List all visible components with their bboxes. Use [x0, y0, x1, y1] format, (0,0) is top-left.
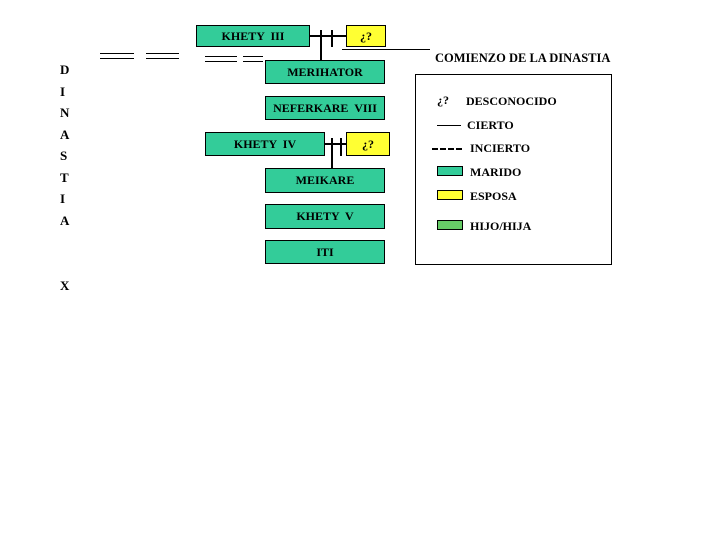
- uncertain-line-segment: [243, 56, 263, 57]
- dynasty-letter: N: [60, 105, 70, 120]
- dynasty-letter: S: [60, 148, 68, 163]
- marriage-line: [310, 35, 346, 37]
- legend-child-label: HIJO/HIJA: [470, 219, 532, 233]
- person-box-khety-v: KHETY V: [265, 204, 385, 229]
- spouse-box-unknown-2: ¿?: [346, 132, 390, 156]
- legend-uncertain-label: INCIERTO: [470, 141, 531, 155]
- descent-line: [320, 30, 322, 60]
- legend-husband-swatch: [437, 166, 463, 176]
- person-box-iti: ITI: [265, 240, 385, 264]
- descent-line-stub: [331, 30, 333, 47]
- dynasty-letter: T: [60, 170, 69, 185]
- dynasty-letter: I: [60, 191, 66, 206]
- person-box-khety-iv: KHETY IV: [205, 132, 325, 156]
- legend-uncertain-line: [432, 148, 462, 150]
- uncertain-line-segment: [205, 56, 237, 57]
- dynasty-letter: A: [60, 213, 70, 228]
- person-box-meikare: MEIKARE: [265, 168, 385, 193]
- certain-line: [342, 49, 430, 50]
- person-box-khety-iii: KHETY III: [196, 25, 310, 47]
- uncertain-line-segment: [100, 53, 134, 54]
- legend-unknown-symbol: ¿?: [437, 93, 449, 107]
- legend-child-swatch: [437, 220, 463, 230]
- uncertain-line-segment: [146, 58, 179, 59]
- spouse-box-unknown-1: ¿?: [346, 25, 386, 47]
- uncertain-line-segment: [243, 61, 263, 62]
- dynasty-letter: A: [60, 127, 70, 142]
- descent-line: [331, 138, 333, 168]
- marriage-line: [325, 143, 346, 145]
- dynasty-number: X: [60, 278, 70, 293]
- uncertain-line-segment: [205, 61, 237, 62]
- uncertain-line-segment: [100, 58, 134, 59]
- legend-certain-label: CIERTO: [467, 118, 514, 132]
- legend-husband-label: MARIDO: [470, 165, 522, 179]
- uncertain-line-segment: [146, 53, 179, 54]
- dynasty-letter: D: [60, 62, 70, 77]
- legend-certain-line: [437, 125, 461, 126]
- legend-unknown-label: DESCONOCIDO: [466, 94, 557, 108]
- person-box-merihator: MERIHATOR: [265, 60, 385, 84]
- person-box-neferkare-viii: NEFERKARE VIII: [265, 96, 385, 120]
- legend-wife-label: ESPOSA: [470, 189, 517, 203]
- legend-wife-swatch: [437, 190, 463, 200]
- dynasty-letter: I: [60, 84, 66, 99]
- descent-line-stub: [340, 138, 342, 156]
- dynasty-start-label: COMIENZO DE LA DINASTIA: [435, 51, 611, 65]
